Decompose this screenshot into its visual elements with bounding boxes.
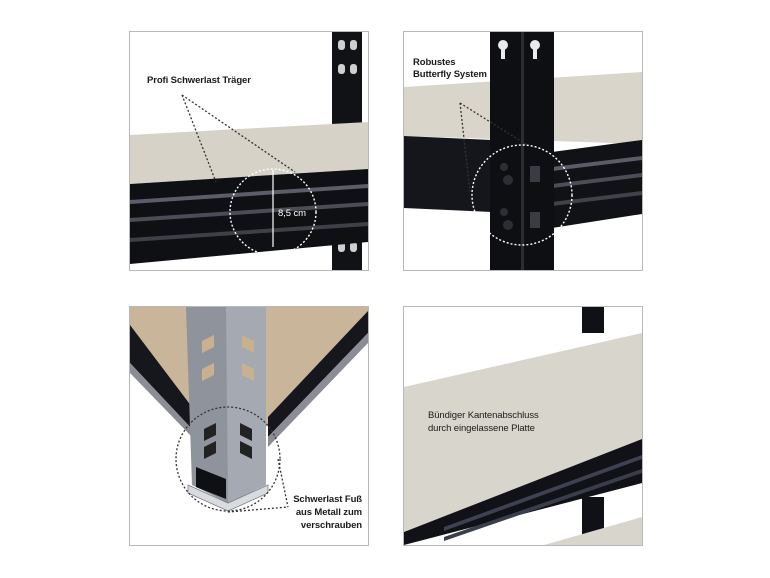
panel-heavy-duty-foot: Schwerlast Fuß aus Metall zum verschraub… — [129, 306, 369, 546]
foot-label-line2: aus Metall zum — [295, 507, 362, 518]
butterfly-label-line1: Robustes — [413, 57, 456, 68]
foot-label-line1: Schwerlast Fuß — [293, 494, 362, 505]
beam-height-measurement: 8,5 cm — [278, 208, 306, 219]
foot-label-line3: verschrauben — [300, 520, 362, 531]
beam-illustration — [130, 32, 368, 270]
butterfly-illustration — [404, 32, 642, 270]
panel-flush-edge: Bündiger Kantenabschluss durch eingelass… — [403, 306, 643, 546]
panel-butterfly-system: Robustes Butterfly System — [403, 31, 643, 271]
flush-edge-illustration — [404, 307, 642, 545]
flush-edge-label-line2: durch eingelassene Platte — [428, 423, 535, 434]
panel-heavy-duty-beam: Profi Schwerlast Träger 8,5 cm — [129, 31, 369, 271]
butterfly-label-line2: Butterfly System — [413, 69, 487, 80]
flush-edge-label-line1: Bündiger Kantenabschluss — [428, 410, 539, 421]
foot-illustration — [130, 307, 368, 545]
beam-label: Profi Schwerlast Träger — [147, 75, 251, 86]
